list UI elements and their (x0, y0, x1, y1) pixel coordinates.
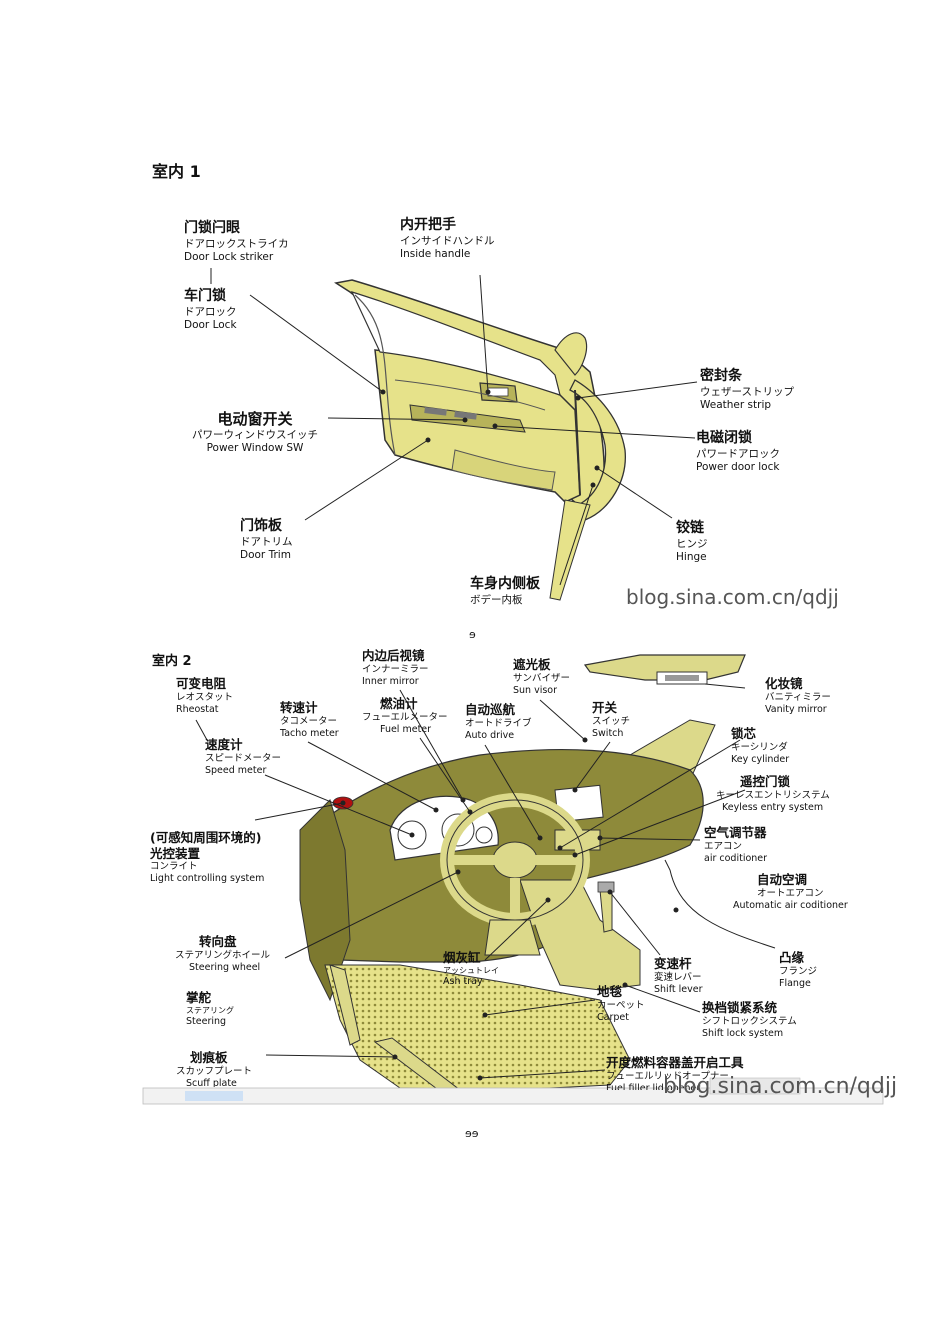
label-speed-meter: 速度计 スピードメーター Speed meter (205, 737, 282, 776)
label-shift-lock: 换档锁紧系统 シフトロックシステム Shift lock system (702, 1000, 797, 1039)
label-rheostat: 可变电阻 レオスタット Rheostat (176, 676, 234, 715)
label-door-lock: 车门锁 ドアロック Door Lock (184, 288, 237, 331)
section1-leader-dots (380, 389, 600, 488)
label-power-window-sw: 电动窗开关 パワーウィンドウスイッチ Power Window SW (192, 410, 318, 454)
label-flange: 凸缘 フランジ Flange (779, 950, 818, 989)
label-body-inner-panel: 车身内侧板 ボデー内板 (470, 576, 540, 606)
label-tacho-meter: 转速计 タコメーター Tacho meter (280, 700, 339, 739)
label-steering-wheel: 转向盘 ステアリングホイール Steering wheel (175, 934, 271, 973)
label-carpet: 地毯 カーペット Carpet (597, 984, 645, 1023)
dashboard-illustration (299, 719, 716, 1002)
label-auto-air-conditioner: 自动空调 オートエアコン Automatic air coditioner (733, 872, 848, 911)
caption-2: ɘɘ (465, 1127, 479, 1140)
section2-leader-dots (340, 737, 679, 1081)
label-steering: 掌舵 ステアリング Steering (186, 990, 234, 1027)
label-shift-lever: 变速杆 変速レバー Shift lever (654, 956, 703, 995)
label-ash-tray: 烟灰缸 アッシュトレイ Ash tray (443, 950, 499, 987)
label-door-trim: 门饰板 ドアトリム Door Trim (240, 518, 293, 561)
label-air-conditioner: 空气调节器 エアコン air coditioner (704, 825, 768, 864)
section1-title: 室内 1 (152, 162, 201, 181)
section2-title: 室内 2 (152, 654, 192, 669)
label-fuel-meter: 燃油计 フューエルメーター Fuel meter (362, 696, 448, 735)
label-light-controlling: (可感知周围环境的) 光控装置 コンライト Light controlling … (150, 830, 265, 885)
label-inside-handle: 内开把手 インサイドハンドル Inside handle (400, 217, 495, 260)
label-scuff-plate: 划痕板 スカッフプレート Scuff plate (176, 1050, 253, 1087)
label-inner-mirror: 内边后视镜 インナーミラー Inner mirror (362, 648, 429, 687)
label-switch: 开关 スイッチ Switch (592, 700, 631, 739)
label-keyless-entry: 遥控门锁 キーレスエントリシステム Keyless entry system (716, 774, 830, 813)
sun-visor-illustration (583, 654, 746, 685)
caption-1: ɘ (469, 628, 476, 641)
label-fuel-lid-opener: 开度燃料容器盖开启工具 フューエルリッドオープナー Fuel filler li… (606, 1055, 744, 1090)
label-sun-visor: 遮光板 サンバイザー Sun visor (513, 657, 571, 696)
label-weather-strip: 密封条 ウェザーストリップ Weather strip (700, 368, 794, 411)
section1-leader-lines (210, 268, 698, 586)
watermark-2: blog.sina.com.cn/qdjj (663, 1074, 898, 1099)
label-hinge: 铰链 ヒンジ Hinge (676, 520, 708, 563)
car-door-illustration (334, 279, 626, 601)
label-vanity-mirror: 化妆镜 バニティミラー Vanity mirror (765, 676, 831, 715)
label-auto-drive: 自动巡航 オートドライブ Auto drive (465, 702, 532, 741)
label-door-lock-striker: 门锁闩眼 ドアロックストライカ Door Lock striker (184, 220, 289, 263)
label-key-cylinder: 锁芯 キーシリンダ Key cylinder (731, 726, 790, 765)
watermark-1: blog.sina.com.cn/qdjj (626, 585, 839, 609)
label-power-door-lock: 电磁闭锁 パワードアロック Power door lock (696, 430, 780, 473)
